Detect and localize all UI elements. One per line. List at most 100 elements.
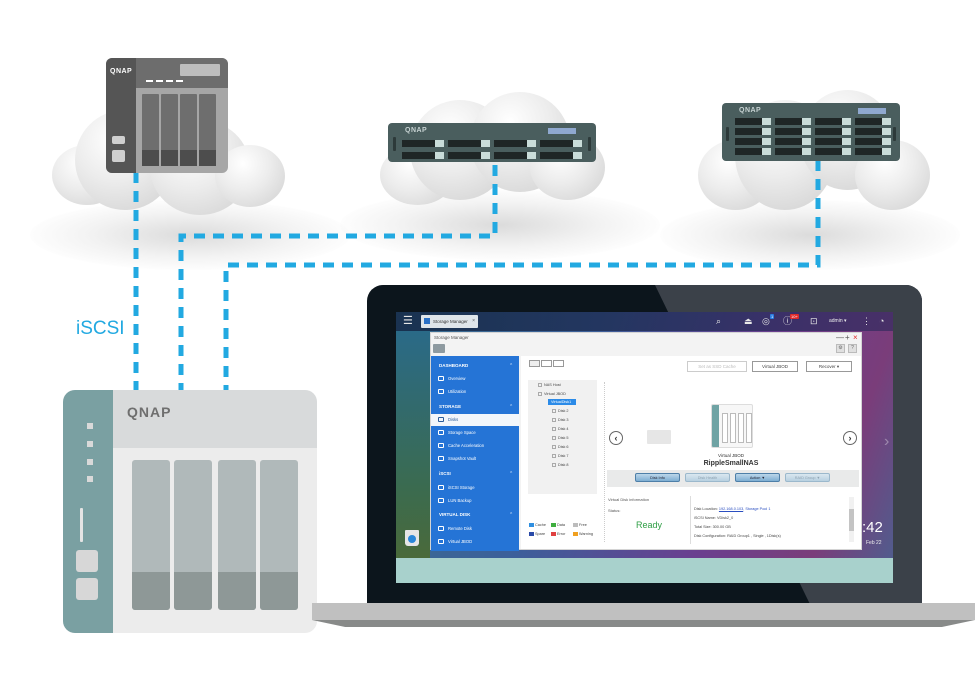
view-list-icon[interactable] [529,360,540,367]
tree-item-disk[interactable]: Disk 5 [552,436,569,440]
main-menu-icon[interactable]: ☰ [403,315,413,327]
set-ssd-cache-button[interactable]: Set as SSD Cache [687,361,747,372]
sidebar-section-iscsi[interactable]: iSCSI [439,471,451,476]
sidebar-item-disks[interactable]: Disks [431,414,519,426]
status-value: Ready [636,520,663,530]
cloud-shadow [340,190,660,260]
background-tasks-icon[interactable]: ⏏ [744,316,753,326]
tab-close-icon[interactable]: × [472,318,475,324]
tree-item-disk[interactable]: Disk 3 [552,418,569,422]
rack-device-thumbnail[interactable] [647,430,671,444]
sidebar-section-storage[interactable]: STORAGE [439,404,462,409]
tree-item-nas-host[interactable]: NAS Host [538,383,561,387]
collapse-chevron-icon[interactable]: ⌃ [509,471,514,477]
total-size: Total Size: 300.00 GB [694,525,731,529]
view-grid-icon[interactable] [541,360,552,367]
disk-location-link[interactable]: 192.168.0.103 [718,507,744,511]
notification-badge: 1 [770,314,775,319]
qnap-logo: QNAP [110,68,133,75]
remote-rack-nas-3u: QNAP [722,103,900,161]
disk-configuration: Disk Configuration: RAID Group1 , Single… [694,534,781,538]
virtual-jbod-icon [438,539,444,544]
sidebar-item-snapshot-vault[interactable]: Snapshot Vault [431,453,519,465]
overview-icon [438,376,444,381]
collapse-chevron-icon[interactable]: ⌃ [509,404,514,410]
external-device-icon[interactable]: ◎ [762,316,770,326]
sidebar-item-cache-acceleration[interactable]: Cache Acceleration [431,440,519,452]
snapshot-icon [438,456,444,461]
qnap-logo: QNAP [405,127,428,134]
remote-rack-nas-2u: QNAP [388,123,596,162]
remote-disk-icon [438,526,444,531]
tree-item-disk[interactable]: Disk 2 [552,409,569,413]
sidebar-section-dashboard[interactable]: DASHBOARD [439,363,469,368]
sidebar-section-virtual-disk[interactable]: VIRTUAL DISK [439,512,471,517]
divider [604,382,605,542]
utilization-icon [438,389,444,394]
tab-storage-manager[interactable]: Storage Manager × [421,315,478,328]
storage-space-icon [438,430,444,435]
carousel-next-button[interactable]: › [843,431,857,445]
event-notifications-icon[interactable]: ⓘ [783,316,793,326]
disk-health-button[interactable]: Disk Health [685,473,730,482]
device-name: RippleSmallNAS [703,460,759,467]
maximize-button[interactable]: + [845,333,850,342]
sidebar-item-iscsi-storage[interactable]: iSCSI Storage [431,482,519,494]
desktop-wallpaper-left [396,330,430,558]
sidebar-item-storage-space[interactable]: Storage Space [431,427,519,439]
more-options-icon[interactable]: ⋮ [862,316,871,326]
laptop-base [312,603,975,620]
disks-icon [438,417,444,422]
lun-backup-icon [438,498,444,503]
virtual-jbod-button[interactable]: Virtual JBOD [752,361,798,372]
recycle-bin-icon[interactable] [405,530,419,546]
device-tree: NAS Host Virtual JBOD VirtualDisk1 Disk … [528,380,597,494]
disk-info-button[interactable]: Disk Info [635,473,680,482]
collapse-chevron-icon[interactable]: ⌃ [509,363,514,369]
collapse-chevron-icon[interactable]: ⌃ [509,512,514,518]
view-detail-icon[interactable] [553,360,564,367]
sidebar-item-lun-backup[interactable]: LUN Backup [431,495,519,507]
sidebar-item-overview[interactable]: Overview [431,373,519,385]
minimize-button[interactable]: — [836,333,844,342]
sidebar-item-virtual-jbod[interactable]: Virtual JBOD [431,536,519,548]
overview-toggle-icon[interactable] [433,344,445,353]
help-button[interactable]: ? [848,344,857,353]
tree-item-disk[interactable]: Disk 4 [552,427,569,431]
qnap-logo: QNAP [739,107,762,114]
taskbar-area [396,558,893,583]
sidebar-item-utilization[interactable]: Utilization [431,386,519,398]
dashboard-gauge-icon[interactable]: ◔ [879,316,885,326]
carousel-prev-button[interactable]: ‹ [609,431,623,445]
recover-button[interactable]: Recover ▾ [806,361,852,372]
legend-item: Data [551,523,565,527]
desktop-clock: :42 [862,519,883,536]
info-scrollbar[interactable] [849,497,854,542]
storage-manager-window: Storage Manager — + × ⚙ ? DASHBOARD ⌃ Ov… [430,332,862,551]
raid-group-button[interactable]: RAID Group ▼ [785,473,830,482]
tree-item-disk[interactable]: Disk 7 [552,454,569,458]
legend-item: Cache [529,523,546,527]
tree-item-disk[interactable]: VirtualDisk1 [548,399,576,405]
disk-location: Disk Location: 192.168.0.103, Storage Po… [694,507,771,511]
close-button[interactable]: × [853,333,858,342]
search-icon[interactable]: ⌕ [716,316,722,326]
legend-item: Free [573,523,587,527]
link-rack-2u [178,165,498,390]
desktop-date: Feb 22 [866,540,882,546]
user-menu[interactable]: admin ▾ [829,318,847,324]
alert-badge: 10+ [790,314,799,319]
user-icon[interactable]: ⊡ [810,316,818,326]
tree-item-disk[interactable]: Disk 6 [552,445,569,449]
window-title: Storage Manager [434,335,469,340]
action-button[interactable]: Action ▼ [735,473,780,482]
settings-icon[interactable]: ⚙ [836,344,845,353]
qts-topbar: ☰ Storage Manager × ⌕ ⏏ ◎ 1 ⓘ 10+ ⊡ admi… [396,312,893,331]
desktop-next-icon[interactable]: › [884,433,890,450]
tree-item-disk[interactable]: Disk 8 [552,463,569,467]
storage-pool-link[interactable]: , Storage Pool 1 [743,507,771,511]
disk-action-bar: Disk Info Disk Health Action ▼ RAID Grou… [607,470,859,487]
cache-icon [438,443,444,448]
tree-item-virtual-jbod[interactable]: Virtual JBOD [538,392,566,396]
sidebar-item-remote-disk[interactable]: Remote Disk [431,523,519,535]
